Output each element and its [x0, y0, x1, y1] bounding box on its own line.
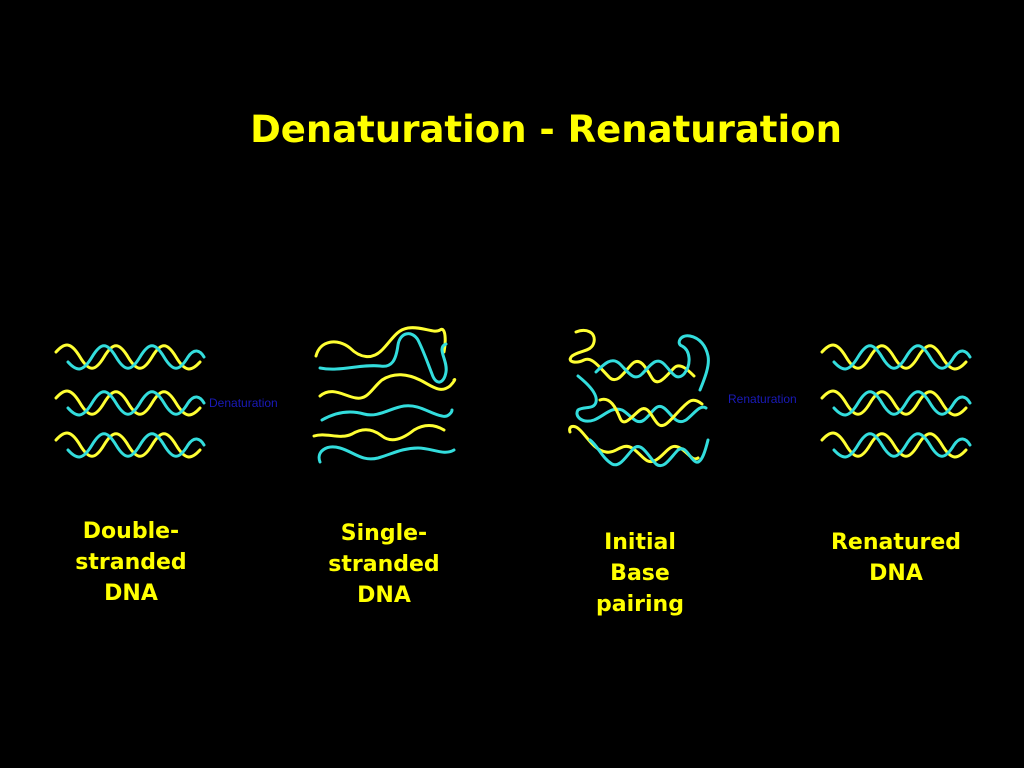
denaturation-label: Denaturation: [209, 396, 278, 410]
bp-strand-cyan-3: [588, 438, 710, 467]
single-stranded-dna-icon: [312, 326, 457, 464]
bp-strand-yellow-2: [598, 397, 704, 427]
rn-helix-1-cyan: [832, 344, 972, 371]
bp-strand-yellow-1: [568, 328, 696, 384]
ss-strand-cyan-2: [320, 404, 454, 422]
caption-renatured-dna: Renatured DNA: [830, 530, 962, 586]
ds-helix-2-yellow: [54, 389, 202, 417]
bp-strand-cyan-1: [594, 334, 710, 392]
ds-helix-1-cyan: [66, 344, 206, 371]
rn-helix-3-yellow: [820, 431, 968, 459]
caption-single-stranded-dna: Single- stranded DNA: [328, 521, 440, 608]
ss-strand-yellow-3: [312, 424, 446, 442]
rn-helix-3-cyan: [832, 432, 972, 459]
caption-double-stranded-dna: Double- stranded DNA: [75, 519, 187, 606]
ds-helix-2-cyan: [66, 390, 206, 417]
rn-helix-2-yellow: [820, 389, 968, 417]
bp-strand-yellow-3: [568, 424, 700, 463]
ss-strand-yellow-1: [314, 326, 447, 358]
renatured-dna-icon: [820, 343, 972, 459]
ss-strand-cyan-3: [317, 445, 456, 464]
rn-helix-2-cyan: [832, 390, 972, 417]
rn-helix-1-yellow: [820, 343, 968, 371]
ds-helix-3-cyan: [66, 432, 206, 459]
double-stranded-dna-icon: [54, 343, 206, 459]
initial-base-pairing-icon: [568, 328, 710, 467]
slide-title: Denaturation - Renaturation: [250, 108, 842, 151]
renaturation-label: Renaturation: [728, 392, 797, 406]
ss-strand-cyan-1: [318, 332, 448, 384]
bp-strand-cyan-2: [575, 374, 708, 424]
ds-helix-1-yellow: [54, 343, 202, 371]
ss-strand-yellow-2: [318, 373, 457, 400]
caption-initial-base-pairing: Initial Base pairing: [596, 530, 684, 617]
ds-helix-3-yellow: [54, 431, 202, 459]
